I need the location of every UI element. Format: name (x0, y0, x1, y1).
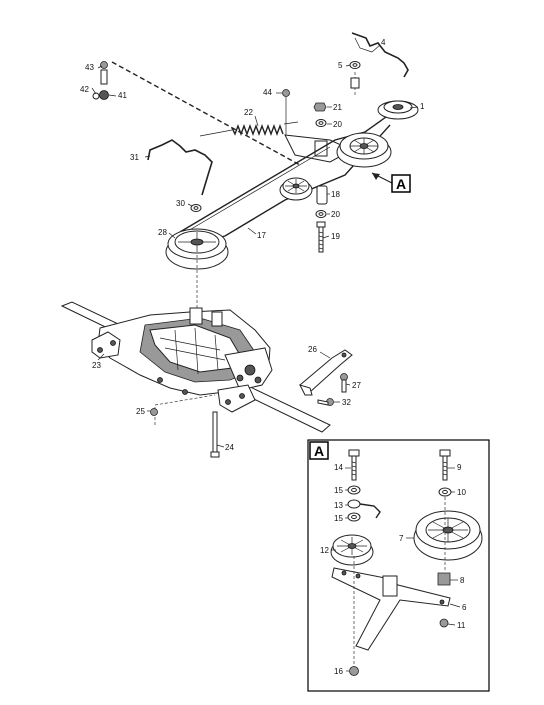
inset-title: A (314, 443, 324, 459)
callout-28: 28 (158, 228, 167, 237)
idler-arm-6 (331, 567, 451, 651)
callout-20b: 20 (331, 210, 340, 219)
callout-44: 44 (263, 88, 272, 97)
lever-13 (347, 499, 381, 519)
bolt-32 (317, 398, 334, 406)
nut-16 (349, 666, 359, 676)
callout-14: 14 (334, 463, 343, 472)
nut-25 (150, 408, 158, 416)
callout-8: 8 (460, 576, 465, 585)
shift-bracket-group (92, 61, 109, 100)
callout-26: 26 (308, 345, 317, 354)
bent-rod-4 (351, 32, 409, 78)
callout-27: 27 (352, 381, 361, 390)
callout-18: 18 (331, 190, 340, 199)
inset-leader-lines (331, 467, 461, 672)
callout-17: 17 (257, 231, 266, 240)
nut-21 (313, 102, 327, 112)
bolt-27 (340, 373, 348, 393)
pulley-7 (413, 510, 483, 561)
bolt-24 (210, 411, 220, 458)
detail-ref-A[interactable]: A (371, 172, 411, 193)
callout-1: 1 (420, 102, 425, 111)
callout-22: 22 (244, 108, 253, 117)
transmission-pulley-28 (165, 228, 229, 270)
leader-lines (91, 44, 419, 448)
nut-11 (439, 618, 449, 628)
callout-5: 5 (338, 61, 343, 70)
callout-15a: 15 (334, 486, 343, 495)
belt-17 (175, 106, 401, 248)
callout-6: 6 (462, 603, 467, 612)
idler-pulley-small (279, 177, 313, 201)
bolt-19 (316, 221, 326, 253)
rod-31 (147, 139, 213, 196)
callout-4: 4 (381, 38, 386, 47)
callout-15b: 15 (334, 514, 343, 523)
callout-41: 41 (118, 91, 127, 100)
callout-30: 30 (176, 199, 185, 208)
callout-31: 31 (130, 153, 139, 162)
callout-9: 9 (457, 463, 462, 472)
spring-22 (199, 121, 299, 137)
spacer-18 (316, 185, 328, 205)
engine-pulley-1 (377, 100, 419, 120)
nut-44 (282, 89, 290, 97)
callout-21: 21 (333, 103, 342, 112)
callout-25: 25 (136, 407, 145, 416)
callout-10: 10 (457, 488, 466, 497)
callout-20a: 20 (333, 120, 342, 129)
svg-text:A: A (396, 176, 406, 192)
bracket-26 (299, 349, 353, 396)
transaxle-housing (60, 301, 331, 433)
callout-13: 13 (334, 501, 343, 510)
detail-inset-A: A (307, 439, 490, 692)
callout-7: 7 (399, 534, 404, 543)
callout-23: 23 (92, 361, 101, 370)
pulley-12 (330, 534, 374, 566)
callout-12: 12 (320, 546, 329, 555)
callout-16: 16 (334, 667, 343, 676)
callout-19: 19 (331, 232, 340, 241)
nut-8 (437, 572, 451, 586)
callout-11: 11 (457, 621, 466, 630)
callout-32: 32 (342, 398, 351, 407)
callout-42: 42 (80, 85, 89, 94)
callout-24: 24 (225, 443, 234, 452)
idler-pulley-large (336, 132, 392, 168)
bolt-14 (348, 449, 360, 481)
cable-dashed-line (111, 61, 301, 425)
callout-43: 43 (85, 63, 94, 72)
